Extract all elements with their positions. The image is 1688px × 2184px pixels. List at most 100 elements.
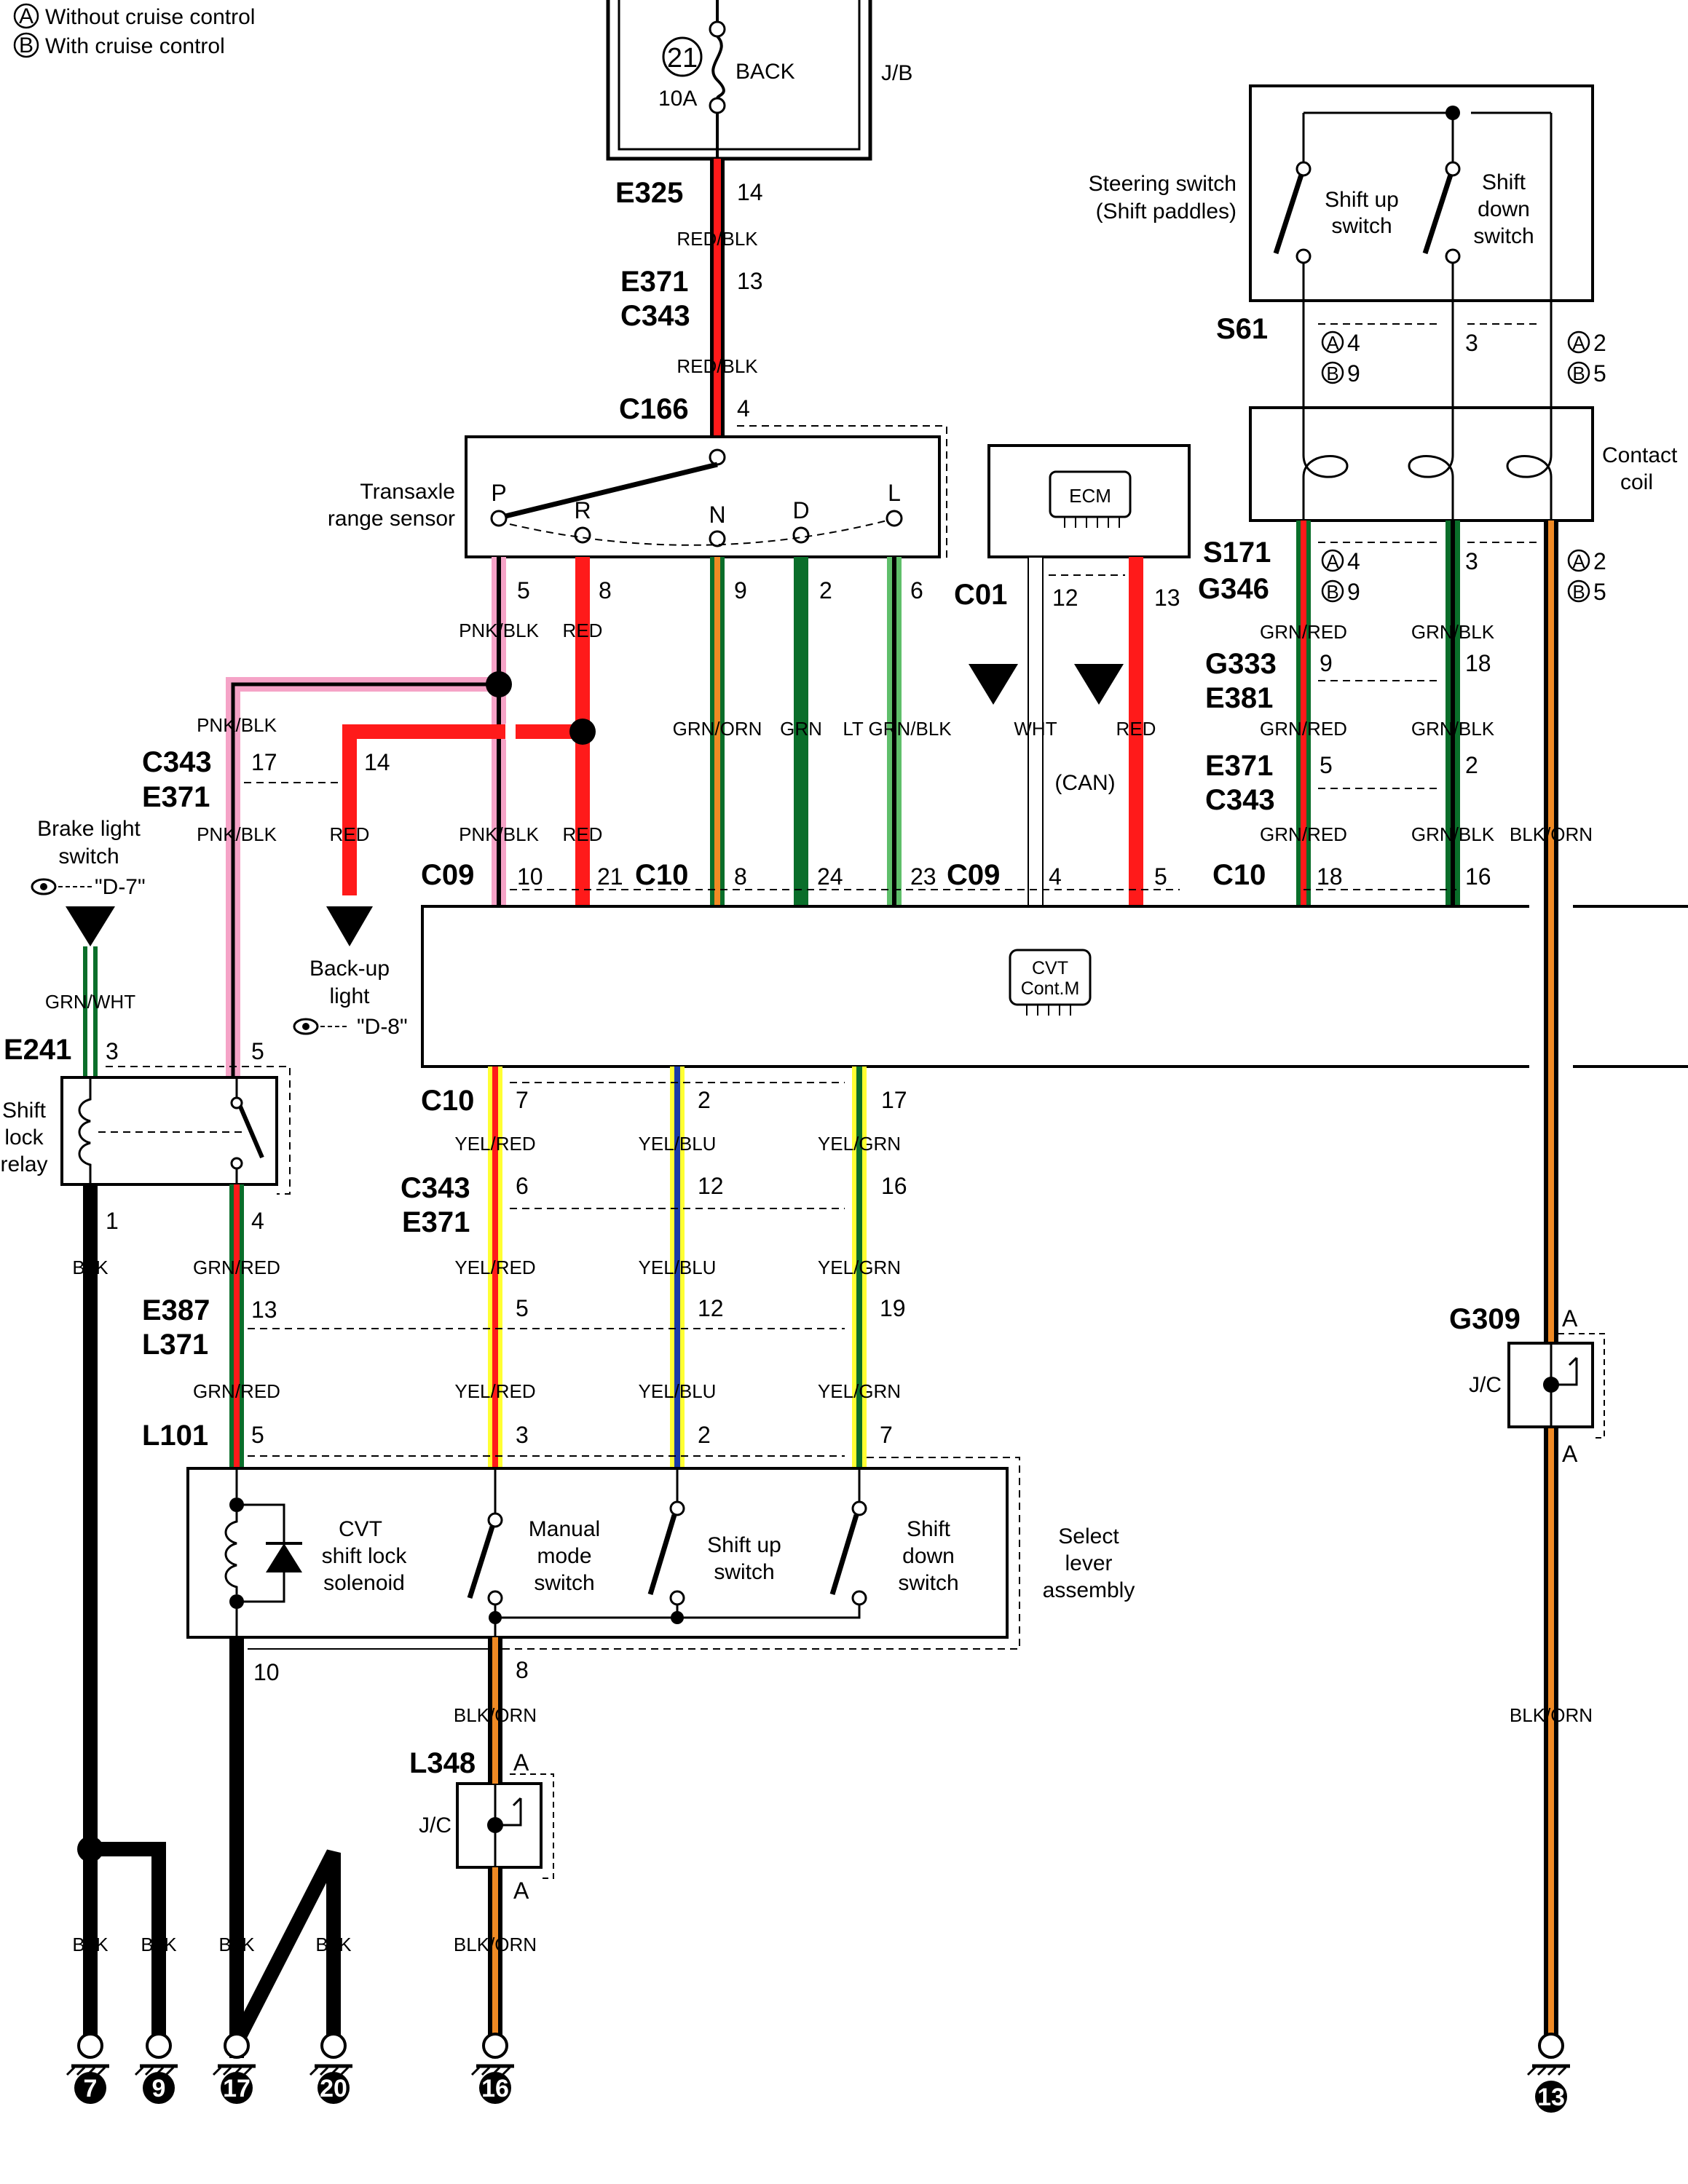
svg-text:A: A: [1562, 1305, 1578, 1332]
connector-l348: L348: [409, 1747, 476, 1779]
svg-text:2: 2: [819, 577, 832, 604]
svg-text:YEL/BLU: YEL/BLU: [639, 1133, 717, 1155]
svg-text:switch: switch: [58, 844, 119, 869]
svg-text:YEL/GRN: YEL/GRN: [818, 1380, 901, 1402]
svg-text:J/C: J/C: [419, 1813, 451, 1837]
svg-text:3: 3: [516, 1422, 529, 1448]
svg-text:PNK/BLK: PNK/BLK: [459, 620, 539, 641]
svg-text:RED/BLK: RED/BLK: [677, 228, 758, 250]
svg-text:Shift: Shift: [907, 1517, 951, 1541]
svg-text:lever: lever: [1065, 1551, 1112, 1575]
svg-text:BLK/ORN: BLK/ORN: [1510, 1704, 1593, 1726]
connector-c343-mid: C343: [142, 746, 212, 778]
transaxle-range-sensor: P R N D L: [465, 425, 947, 561]
svg-text:2: 2: [1465, 752, 1478, 778]
svg-text:Shift up: Shift up: [707, 1533, 781, 1557]
connector-e371-bottom: E371: [402, 1206, 470, 1238]
svg-text:B: B: [1326, 581, 1338, 603]
svg-text:"D-8": "D-8": [357, 1015, 408, 1039]
svg-text:12: 12: [698, 1295, 724, 1321]
svg-text:GRN/RED: GRN/RED: [1260, 823, 1347, 845]
svg-text:YEL/RED: YEL/RED: [454, 1380, 535, 1402]
svg-text:2: 2: [1593, 548, 1606, 574]
svg-text:R: R: [574, 497, 591, 523]
svg-text:BLK: BLK: [315, 1934, 352, 1955]
svg-text:9: 9: [1347, 579, 1360, 605]
svg-text:GRN: GRN: [780, 718, 822, 740]
svg-text:B: B: [1326, 363, 1338, 384]
connector-c166: C166: [619, 393, 689, 425]
svg-text:5: 5: [1320, 752, 1333, 778]
svg-text:down: down: [1478, 197, 1530, 221]
svg-text:17: 17: [251, 749, 277, 775]
svg-text:12: 12: [1052, 585, 1078, 611]
jc-g309: [1507, 1333, 1605, 1439]
svg-text:16: 16: [1465, 863, 1491, 890]
svg-text:YEL/RED: YEL/RED: [454, 1257, 535, 1278]
svg-text:Brake light: Brake light: [37, 817, 141, 841]
svg-text:Transaxle: Transaxle: [360, 480, 455, 504]
connector-c10-bottom: C10: [421, 1085, 474, 1117]
wire-red-blk-feed: [710, 159, 725, 450]
svg-text:5: 5: [517, 577, 530, 604]
s171-pin-labels: A 4 B 9 3 A 2 B 5: [1321, 548, 1606, 605]
svg-text:solenoid: solenoid: [323, 1571, 405, 1595]
ground-16: 16: [470, 2033, 514, 2104]
svg-text:4: 4: [251, 1208, 264, 1234]
brake-flag-gw: GW: [66, 906, 115, 946]
cvt-label-line2: Cont.M: [1021, 978, 1080, 999]
svg-text:A: A: [513, 1749, 529, 1776]
connector-c09-left: C09: [421, 859, 474, 891]
legend-notes: A Without cruise control B With cruise c…: [13, 3, 255, 58]
svg-text:YEL/GRN: YEL/GRN: [818, 1257, 901, 1278]
fuse-name: BACK: [735, 60, 795, 84]
svg-text:BLK: BLK: [218, 1934, 255, 1955]
svg-text:switch: switch: [714, 1560, 774, 1584]
connector-c10-left: C10: [635, 859, 688, 891]
reference-eye-icon: [293, 1018, 348, 1035]
connector-e241: E241: [4, 1034, 71, 1066]
svg-text:GRN/BLK: GRN/BLK: [1411, 823, 1495, 845]
svg-text:19: 19: [880, 1295, 906, 1321]
svg-text:A: A: [1326, 332, 1339, 354]
svg-text:(CAN): (CAN): [1054, 771, 1115, 795]
ground-20: 20: [309, 2033, 352, 2104]
connector-e371-top: E371: [620, 266, 688, 298]
svg-text:3: 3: [106, 1038, 119, 1064]
svg-text:8: 8: [516, 1657, 529, 1683]
svg-text:GRN/WHT: GRN/WHT: [45, 991, 135, 1013]
connector-e371-right: E371: [1205, 750, 1273, 782]
svg-text:9: 9: [734, 577, 747, 604]
select-lever-assembly: [186, 1457, 1020, 1650]
svg-text:N: N: [709, 502, 725, 528]
cvt-label-line1: CVT: [1032, 958, 1068, 978]
junction-box-label: J/B: [881, 61, 912, 85]
svg-text:A: A: [1572, 550, 1585, 572]
jc-l348: [456, 1747, 554, 1926]
svg-text:2: 2: [698, 1422, 711, 1448]
connector-s171: S171: [1203, 537, 1271, 569]
svg-text:5: 5: [1593, 579, 1606, 605]
ground-number: 17: [223, 2075, 251, 2102]
svg-text:RED: RED: [563, 823, 603, 845]
wire-pnk-blk-branch: [226, 671, 512, 1077]
svg-text:GRN/RED: GRN/RED: [193, 1257, 280, 1278]
connector-s61: S61: [1216, 313, 1268, 345]
svg-text:GRN/ORN: GRN/ORN: [673, 718, 762, 740]
svg-text:Back-up: Back-up: [309, 957, 390, 981]
connector-g346: G346: [1198, 573, 1269, 605]
svg-text:4: 4: [1347, 330, 1360, 356]
svg-text:GRN/RED: GRN/RED: [1260, 621, 1347, 643]
junction-box: 21 BACK 10A J/B: [606, 0, 912, 161]
svg-text:RED: RED: [1116, 718, 1156, 740]
fuse-number: 21: [667, 43, 698, 74]
svg-text:YEL/BLU: YEL/BLU: [639, 1380, 717, 1402]
svg-text:21: 21: [597, 863, 623, 890]
svg-text:6: 6: [516, 1173, 529, 1199]
shift-lock-relay: [60, 1066, 291, 1195]
note-b: With cruise control: [45, 34, 225, 58]
svg-text:down: down: [902, 1544, 955, 1568]
svg-text:R: R: [343, 909, 357, 931]
